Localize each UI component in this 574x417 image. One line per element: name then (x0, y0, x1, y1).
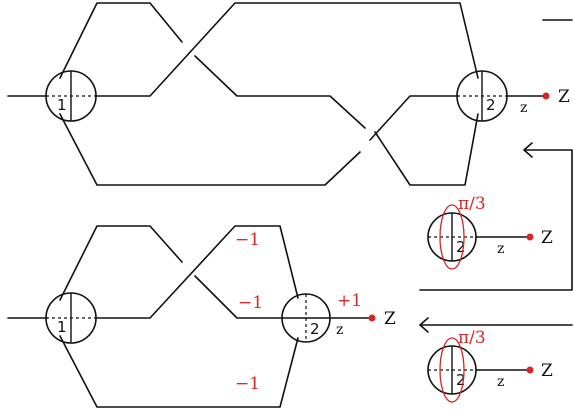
inset-edge-label: z (497, 241, 504, 257)
bottom-strand-a-left (59, 225, 183, 301)
bottom-strand-b (95, 225, 299, 319)
phase-label-top: −1 (235, 230, 260, 250)
top-strand-c-right (369, 95, 459, 141)
inset-endpoint-dot (526, 233, 534, 241)
top-edge-label: z (520, 100, 527, 116)
flow-arrowhead-upper (523, 142, 533, 158)
bottom-edge-label: z (336, 322, 343, 338)
top-strand-a-right (374, 113, 479, 186)
vertex-label: 2 (486, 96, 496, 114)
rotation-arrow-icon (439, 337, 465, 403)
bottom-vertex-1: 1 (45, 292, 97, 344)
phase-label-out: +1 (337, 291, 362, 311)
inset-edge-label: z (497, 374, 504, 390)
inset-top: 2 π/3 z Z (427, 194, 553, 270)
top-vertex-1: 1 (45, 70, 97, 122)
bottom-vertex-2: 2 (281, 293, 331, 343)
inset-endpoint-dot (526, 366, 534, 374)
angle-label: π/3 (458, 194, 486, 214)
flow-arrow-upper (419, 149, 573, 291)
bottom-strand-c (59, 335, 299, 408)
top-strand-a-mid (194, 55, 366, 129)
top-strand-c-left (59, 113, 361, 186)
bottom-endpoint-label: Z (384, 309, 396, 329)
phase-label-bottom: −1 (235, 374, 260, 394)
vertex-label: 1 (57, 96, 67, 114)
bottom-strand-a-right (194, 275, 283, 319)
bottom-endpoint-dot (368, 314, 376, 322)
top-endpoint-label: Z (558, 87, 570, 107)
top-strand-b (95, 2, 479, 97)
flow-arrowhead-lower (419, 317, 429, 333)
bottom-diagram: 1 2 z Z −1 −1 −1 +1 (7, 225, 396, 408)
top-vertex-2: 2 (456, 70, 508, 122)
top-diagram: 1 2 z Z (7, 2, 570, 186)
inset-bottom: 2 π/3 z Z (427, 328, 553, 403)
angle-label: π/3 (458, 328, 486, 348)
vertex-label: 1 (57, 318, 67, 336)
vertex-label: 2 (456, 371, 466, 389)
inset-endpoint-label: Z (541, 361, 553, 381)
phase-label-middle: −1 (238, 293, 263, 313)
top-strand-a-left (59, 2, 183, 79)
top-endpoint-dot (542, 92, 550, 100)
rotation-arrow-icon (439, 204, 465, 270)
vertex-label: 2 (456, 238, 466, 256)
inset-endpoint-label: Z (541, 228, 553, 248)
vertex-label: 2 (310, 320, 320, 338)
